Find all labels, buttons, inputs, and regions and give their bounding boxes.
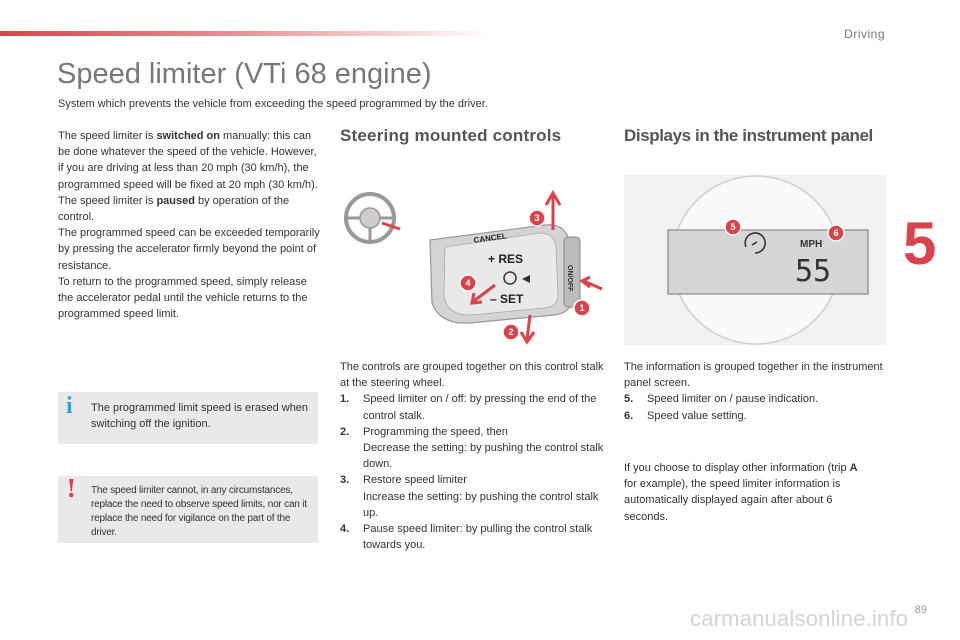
page-number: 89 xyxy=(914,604,927,616)
instrument-panel-text: The information is grouped together in t… xyxy=(624,359,889,424)
intro-paragraph: To return to the programmed speed, simpl… xyxy=(58,275,308,321)
instrument-panel-heading: Displays in the instrument panel xyxy=(624,126,873,145)
steering-controls-text: The controls are grouped together on thi… xyxy=(340,359,605,553)
svg-text:ON/OFF: ON/OFF xyxy=(566,265,573,292)
callout-1: 1 xyxy=(579,303,584,313)
section-label: Driving xyxy=(844,27,885,41)
list-item: 4. Pause speed limiter: by pulling the c… xyxy=(340,523,593,552)
info-icon: i xyxy=(66,393,73,419)
warning-icon: ! xyxy=(66,474,77,503)
svg-text:+ RES: + RES xyxy=(488,252,523,266)
svg-text:MPH: MPH xyxy=(800,239,822,250)
watermark: carmanualsonline.info xyxy=(690,606,909,631)
callout-3: 3 xyxy=(534,213,539,223)
callout-5: 5 xyxy=(730,222,735,232)
callout-4: 4 xyxy=(465,278,470,288)
svg-text:– SET: – SET xyxy=(490,292,524,306)
page-title: Speed limiter (VTi 68 engine) xyxy=(57,58,432,90)
callout-2: 2 xyxy=(508,327,513,337)
header-accent-bar xyxy=(0,31,490,36)
warning-note: ! The speed limiter cannot, in any circu… xyxy=(58,476,318,543)
display-extra-text: If you choose to display other informati… xyxy=(624,462,858,523)
intro-paragraph: The speed limiter is paused by operation… xyxy=(58,194,290,224)
intro-paragraph: The speed limiter is switched on manuall… xyxy=(58,130,318,191)
page-subtitle: System which prevents the vehicle from e… xyxy=(58,98,488,110)
display-intro: The information is grouped together in t… xyxy=(624,361,883,390)
info-note-text: The programmed limit speed is erased whe… xyxy=(91,402,309,430)
info-note: i The programmed limit speed is erased w… xyxy=(58,392,318,444)
chapter-number: 5 xyxy=(903,210,937,277)
steering-stalk-illustration: CANCEL + RES – SET ON/OFF 1 2 3 4 xyxy=(340,175,603,345)
intro-text: The speed limiter is switched on manuall… xyxy=(58,128,323,322)
warning-note-text: The speed limiter cannot, in any circums… xyxy=(91,485,307,538)
list-item: 1. Speed limiter on / off: by pressing t… xyxy=(340,393,597,422)
intro-paragraph: The programmed speed can be exceeded tem… xyxy=(58,227,320,272)
instrument-panel-illustration: MPH 55 5 6 xyxy=(624,175,886,345)
callout-6: 6 xyxy=(833,228,838,238)
steering-controls-heading: Steering mounted controls xyxy=(340,126,562,145)
steering-intro: The controls are grouped together on thi… xyxy=(340,361,604,390)
steering-wheel-icon xyxy=(344,192,401,244)
svg-text:55: 55 xyxy=(795,254,831,289)
list-item: 5. Speed limiter on / pause indication. xyxy=(624,393,819,406)
speed-limiter-icon xyxy=(744,232,766,254)
list-item: 6. Speed value setting. xyxy=(624,409,747,422)
